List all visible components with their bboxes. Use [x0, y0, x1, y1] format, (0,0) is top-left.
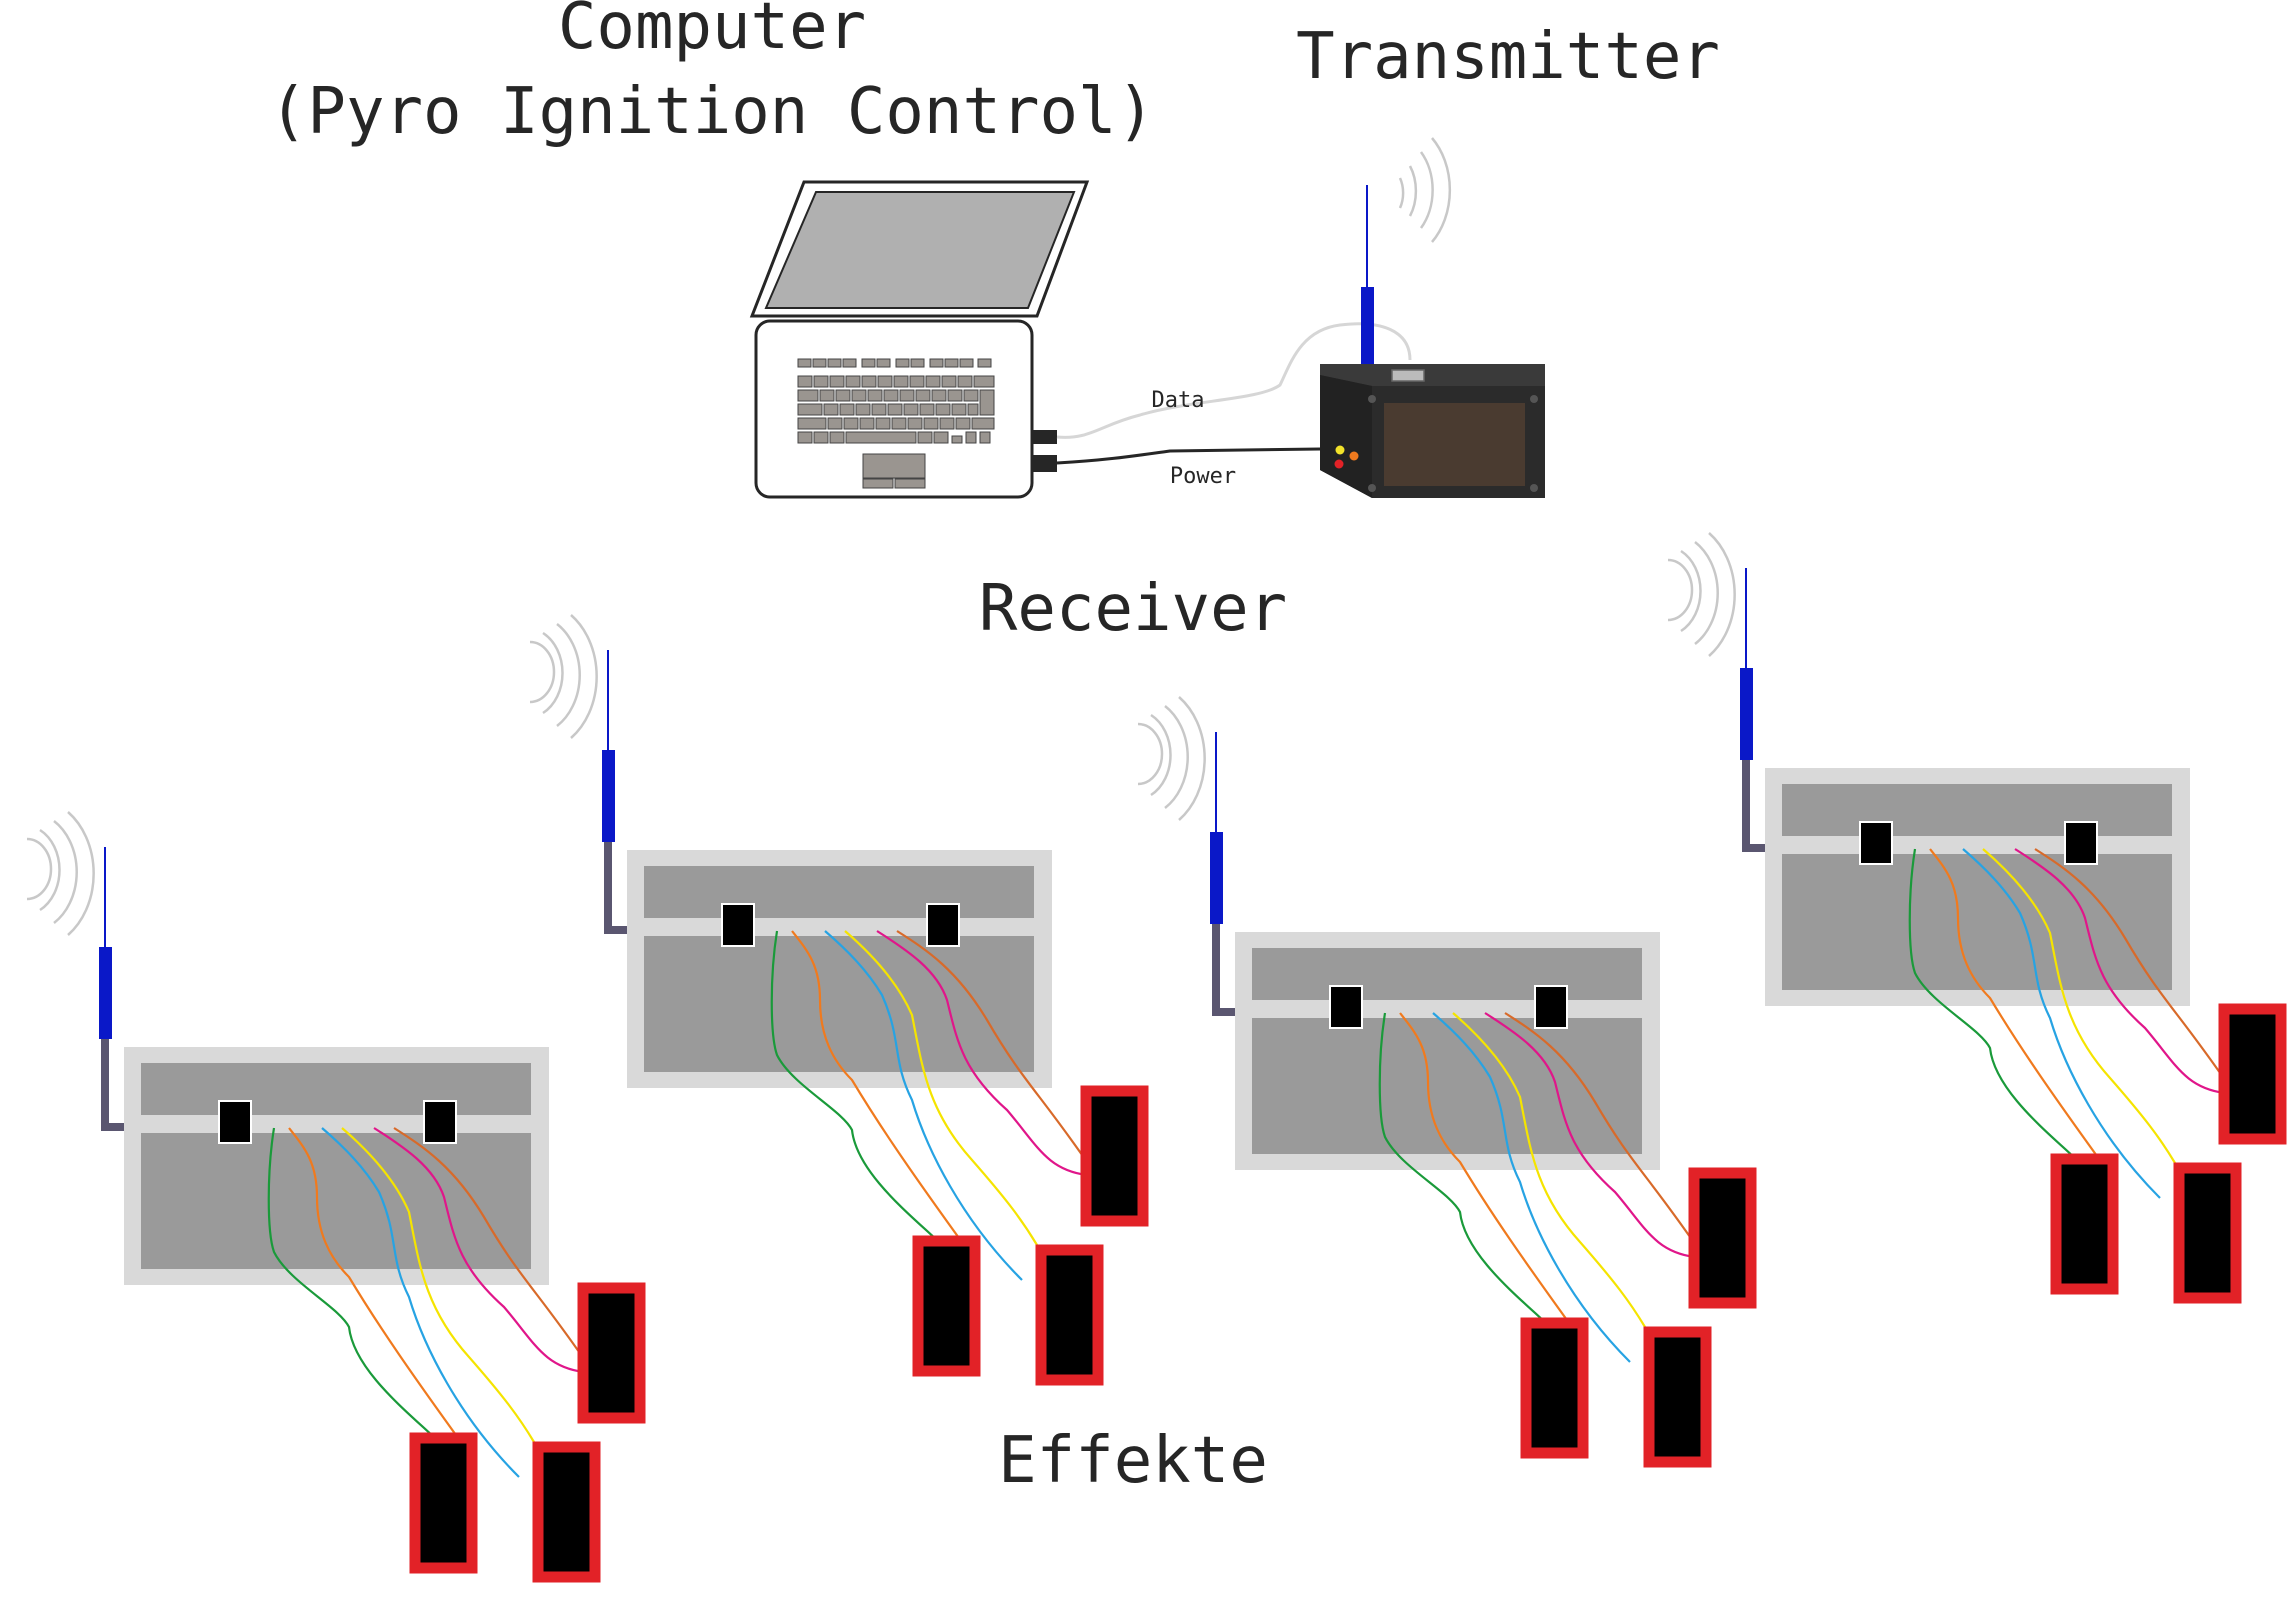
computer-label-line2: (Pyro Ignition Control) — [269, 75, 1155, 149]
laptop — [749, 180, 1090, 499]
receiver-unit-4 — [1668, 533, 2281, 1298]
power-cable — [1056, 447, 1321, 465]
transmitter-device — [1320, 137, 1545, 498]
keyboard — [797, 358, 995, 489]
receiver-label: Receiver — [979, 572, 1287, 646]
transmitter-label: Transmitter — [1296, 20, 1720, 94]
receiver-unit-1 — [27, 812, 640, 1577]
computer-label-line1: Computer — [558, 0, 866, 64]
power-cable-label: Power — [1170, 464, 1236, 489]
receiver-unit-3 — [1138, 697, 1751, 1462]
receiver-unit-2 — [530, 615, 1143, 1380]
effects-label: Effekte — [998, 1424, 1268, 1498]
data-cable-label: Data — [1152, 388, 1205, 413]
